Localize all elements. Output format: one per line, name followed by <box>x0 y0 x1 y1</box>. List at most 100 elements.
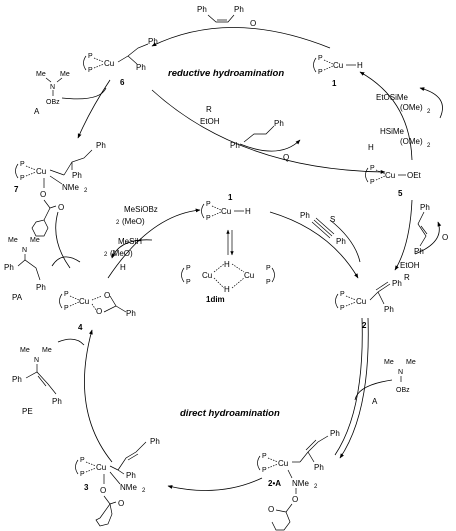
svg-text:Cu: Cu <box>202 271 212 280</box>
svg-text:O: O <box>104 291 110 300</box>
svg-text:H: H <box>224 285 230 294</box>
svg-text:P: P <box>318 55 323 62</box>
svg-text:2: 2 <box>427 109 431 115</box>
compound-4-label: 4 <box>78 323 83 332</box>
svg-text:O: O <box>96 307 102 316</box>
curl-R-Q <box>239 139 301 152</box>
svg-text:P: P <box>64 305 69 312</box>
svg-text:Ph: Ph <box>12 375 22 384</box>
compound-2A-label: 2•A <box>268 479 281 488</box>
reagent-S: Ph Ph S <box>300 211 346 246</box>
svg-text:Ph: Ph <box>314 463 324 472</box>
product-PE: Me Me N Ph Ph PE <box>12 347 62 416</box>
svg-text:NMe: NMe <box>292 479 309 488</box>
svg-text:2: 2 <box>84 188 88 194</box>
product-PA: Me Me N Ph Ph PA <box>4 237 46 302</box>
arrow-5-to-2 <box>394 199 413 271</box>
svg-text:O: O <box>100 486 106 495</box>
svg-text:Ph: Ph <box>126 309 136 318</box>
svg-text:Me: Me <box>60 71 70 78</box>
compound-3-label: 3 <box>84 483 89 492</box>
compound-2: P P Cu Ph Ph 2 <box>335 279 402 330</box>
arrow-2-to-2A-b <box>339 317 369 459</box>
svg-text:Ph: Ph <box>230 141 240 150</box>
svg-text:MeSiOBz: MeSiOBz <box>124 205 158 214</box>
svg-text:R: R <box>404 273 410 282</box>
svg-text:P: P <box>20 175 25 182</box>
compound-2A: Ph P P Cu Ph 2•A NMe 2 O O <box>257 429 340 531</box>
svg-text:Q: Q <box>283 153 289 162</box>
svg-text:P: P <box>20 161 25 168</box>
svg-text:(MeO): (MeO) <box>122 217 145 226</box>
svg-text:Ph: Ph <box>384 305 394 314</box>
svg-text:H: H <box>224 260 230 269</box>
arrow-2A-to-3 <box>167 477 263 491</box>
svg-text:P: P <box>206 215 211 222</box>
svg-text:Me: Me <box>30 237 40 244</box>
compound-2-label: 2 <box>362 321 367 330</box>
svg-text:Ph: Ph <box>420 203 430 212</box>
reagent-O-top-ph1: Ph <box>197 5 207 14</box>
svg-text:R: R <box>206 105 212 114</box>
compound-7-label: 7 <box>14 185 19 194</box>
svg-text:NMe: NMe <box>120 483 137 492</box>
svg-text:Ph: Ph <box>330 429 340 438</box>
svg-text:OBz: OBz <box>396 387 410 394</box>
svg-text:P: P <box>370 165 375 172</box>
svg-text:N: N <box>22 247 27 254</box>
curl-A-right <box>354 379 393 401</box>
svg-text:OEt: OEt <box>407 171 422 180</box>
compound-1dim-label: 1dim <box>206 295 225 304</box>
svg-text:Ph: Ph <box>72 171 82 180</box>
svg-text:PA: PA <box>12 293 23 302</box>
reagent-silanes-left: MeSiOBz 2 (MeO) MeSiH 2 (MeO) H <box>104 205 158 272</box>
svg-text:P: P <box>80 457 85 464</box>
svg-text:P: P <box>266 265 271 272</box>
svg-text:(MeO): (MeO) <box>110 249 133 258</box>
svg-text:P: P <box>318 69 323 76</box>
svg-text:Ph: Ph <box>4 263 14 272</box>
compound-1-top-label: 1 <box>332 79 337 88</box>
svg-text:N: N <box>398 369 403 376</box>
svg-text:Cu: Cu <box>96 463 106 472</box>
svg-text:O: O <box>58 203 64 212</box>
svg-text:P: P <box>340 305 345 312</box>
compound-1-mid: P P Cu H 1 <box>201 193 251 222</box>
svg-text:Cu: Cu <box>385 171 395 180</box>
compound-5: P P Cu OEt 5 <box>365 165 422 198</box>
svg-text:P: P <box>88 67 93 74</box>
svg-text:P: P <box>186 265 191 272</box>
svg-text:Cu: Cu <box>79 297 89 306</box>
svg-text:Me: Me <box>384 359 394 366</box>
curl-O-right <box>414 221 442 255</box>
svg-text:NMe: NMe <box>62 183 79 192</box>
arrow-7-to-release <box>55 211 71 269</box>
svg-text:A: A <box>34 107 40 116</box>
svg-text:Ph: Ph <box>274 119 284 128</box>
svg-text:H: H <box>357 61 363 70</box>
svg-text:P: P <box>186 279 191 286</box>
arrow-2-to-2A-a <box>334 317 363 456</box>
svg-text:P: P <box>370 179 375 186</box>
svg-text:O: O <box>442 233 448 242</box>
svg-text:2: 2 <box>104 252 108 258</box>
compound-1-top: P P Cu H 1 <box>313 55 363 88</box>
curl-MeSiOBz <box>111 239 153 259</box>
svg-text:MeSiH: MeSiH <box>118 237 142 246</box>
svg-text:P: P <box>206 201 211 208</box>
reagent-O-top-tag: O <box>250 19 256 28</box>
svg-text:P: P <box>262 467 267 474</box>
reagent-A-right: Me Me N OBz A <box>372 359 416 406</box>
svg-text:EtOH: EtOH <box>400 261 420 270</box>
svg-text:Ph: Ph <box>36 283 46 292</box>
svg-text:Cu: Cu <box>278 459 288 468</box>
reagent-O-top-ph2: Ph <box>234 5 244 14</box>
svg-text:(OMe): (OMe) <box>400 103 423 112</box>
arrow-6-to-5 <box>151 89 386 174</box>
svg-text:P: P <box>88 53 93 60</box>
svg-text:2: 2 <box>314 484 318 490</box>
reductive-hydroamination-title: reductive hydroamination <box>168 68 284 79</box>
svg-text:Ph: Ph <box>96 141 106 150</box>
svg-text:H: H <box>120 263 126 272</box>
